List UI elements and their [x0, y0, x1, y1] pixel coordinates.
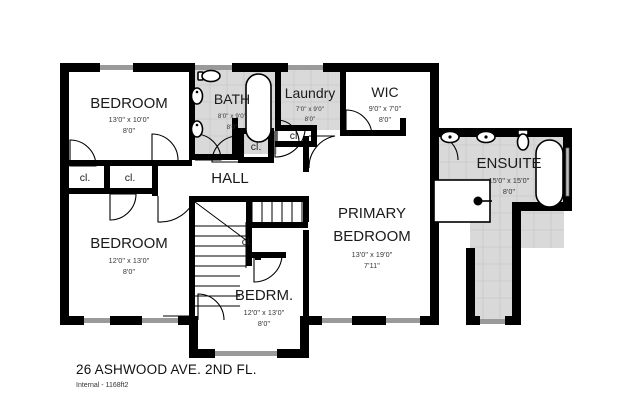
- toilet-icon: [197, 69, 221, 83]
- room-label-bedroom-top-left: BEDROOM: [90, 95, 168, 112]
- room-labels: BEDROOM 13'0" x 10'0" 8'0" BATH 8'0" x 9…: [80, 84, 542, 328]
- room-ceiling-bedrm: 8'0": [258, 319, 271, 328]
- room-label-primary-line1: PRIMARY: [338, 205, 406, 222]
- room-ceiling-primary: 7'11": [364, 261, 380, 270]
- closet-label-laundry: cl.: [290, 130, 301, 142]
- room-dim-bedrm: 12'0" x 13'0": [244, 308, 285, 317]
- room-ceiling-bedroom-top-left: 8'0": [123, 126, 136, 135]
- room-label-laundry: Laundry: [285, 85, 336, 101]
- bathtub-icon: [245, 73, 272, 143]
- room-dim-bath: 8'0" x 9'0": [218, 113, 246, 120]
- room-label-bedroom-bottom-left: BEDROOM: [90, 235, 168, 252]
- closet-label-stair: cl.: [242, 236, 253, 248]
- room-ceiling-bedroom-bottom-left: 8'0": [123, 267, 136, 276]
- room-dim-wic: 9'0" x 7'0": [369, 104, 402, 113]
- sink-icon: [440, 130, 460, 144]
- room-ceiling-bath: 8'0": [227, 124, 238, 131]
- room-label-wic: WIC: [371, 84, 398, 100]
- room-label-primary-line2: BEDROOM: [333, 228, 411, 245]
- room-label-bedrm: BEDRM.: [235, 287, 293, 304]
- sink-icon: [190, 120, 204, 138]
- room-ceiling-laundry: 8'0": [305, 116, 316, 123]
- room-ceiling-ensuite: 8'0": [503, 187, 516, 196]
- room-label-hall: HALL: [211, 170, 249, 187]
- room-dim-bedroom-bottom-left: 12'0" x 13'0": [109, 256, 150, 265]
- room-ceiling-wic: 8'0": [379, 115, 392, 124]
- exterior-walls: [60, 63, 572, 358]
- ensuite-fixtures: [433, 129, 570, 223]
- sink-icon: [190, 87, 204, 105]
- plan-title: 26 ASHWOOD AVE. 2ND FL.: [76, 362, 257, 377]
- bath-fixtures: [190, 69, 272, 143]
- closet-label-hall: cl.: [251, 141, 262, 153]
- shower-icon: [433, 179, 492, 223]
- title-block: 26 ASHWOOD AVE. 2ND FL. Internal - 1168f…: [76, 362, 257, 389]
- room-label-ensuite: ENSUITE: [476, 155, 541, 172]
- closet-label-left-1: cl.: [80, 172, 91, 184]
- sink-icon: [476, 130, 496, 144]
- room-dim-bedroom-top-left: 13'0" x 10'0": [109, 115, 150, 124]
- staircase: [194, 201, 303, 307]
- plan-subtitle: Internal - 1168ft2: [76, 382, 129, 389]
- room-dim-ensuite: 15'0" x 15'0": [489, 176, 530, 185]
- toilet-icon: [516, 129, 530, 151]
- room-dim-primary: 13'0" x 19'0": [352, 250, 393, 259]
- bathtub-icon: [535, 139, 570, 208]
- room-label-bath: BATH: [214, 91, 250, 107]
- room-dim-laundry: 7'0" x 9'0": [296, 106, 324, 113]
- closet-label-left-2: cl.: [125, 172, 136, 184]
